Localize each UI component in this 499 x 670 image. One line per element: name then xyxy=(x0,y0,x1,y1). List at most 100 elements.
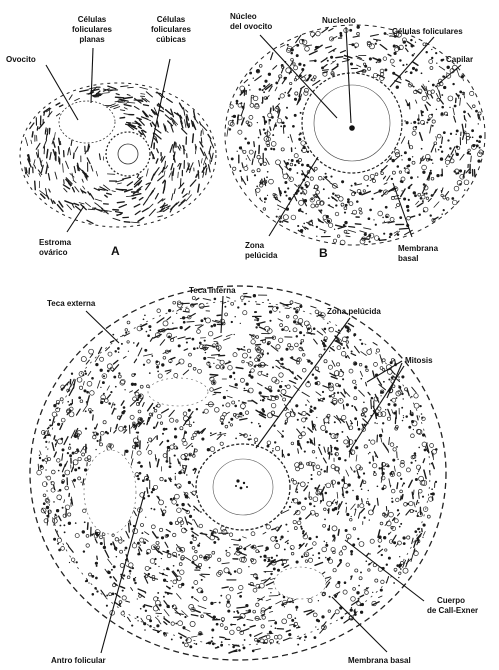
cell-mark xyxy=(216,342,218,344)
cell-mark xyxy=(244,388,246,390)
cell-mark xyxy=(92,410,93,411)
cell-mark xyxy=(438,149,440,151)
cell-mark xyxy=(281,328,284,331)
cell-mark xyxy=(84,370,86,372)
cell-mark xyxy=(207,448,210,451)
cell-mark xyxy=(455,134,457,136)
cell-mark xyxy=(243,646,246,649)
cell-mark xyxy=(338,457,341,460)
cell-mark xyxy=(331,394,334,397)
cell-mark xyxy=(393,412,396,415)
cell-mark xyxy=(63,185,69,189)
cell-mark xyxy=(254,174,256,176)
cell-mark xyxy=(470,91,474,95)
cell-mark xyxy=(411,44,414,47)
cell-mark xyxy=(286,195,288,197)
cell-mark xyxy=(315,382,318,385)
cell-mark xyxy=(63,164,64,173)
cell-mark xyxy=(120,118,125,119)
cell-mark xyxy=(337,63,339,65)
cell-mark xyxy=(301,150,303,152)
cell-mark xyxy=(271,411,274,414)
cell-mark xyxy=(184,529,187,531)
cell-mark xyxy=(357,602,361,606)
cell-mark xyxy=(177,508,182,513)
cell-mark xyxy=(201,437,204,440)
cell-mark xyxy=(169,465,172,468)
cell-mark xyxy=(346,403,349,406)
cell-mark xyxy=(270,592,271,593)
cell-mark xyxy=(350,190,356,193)
cell-mark xyxy=(382,422,384,424)
cell-mark xyxy=(203,172,204,177)
cell-mark xyxy=(431,144,434,152)
cell-mark xyxy=(333,392,335,394)
cell-mark xyxy=(425,105,428,110)
cell-mark xyxy=(247,155,250,161)
cell-mark xyxy=(430,170,432,172)
cell-mark xyxy=(288,88,291,93)
cell-mark xyxy=(75,147,78,152)
cell-mark xyxy=(96,565,98,567)
cell-mark xyxy=(111,341,114,343)
cell-mark xyxy=(53,501,55,503)
cell-mark xyxy=(446,166,447,167)
cell-mark xyxy=(423,532,425,536)
cell-mark xyxy=(220,637,225,638)
cell-mark xyxy=(424,449,427,452)
cell-mark xyxy=(124,108,127,110)
cell-mark xyxy=(285,540,288,542)
cell-mark xyxy=(351,353,355,355)
cell-mark xyxy=(276,366,280,369)
cell-mark xyxy=(359,577,362,580)
cell-mark xyxy=(302,368,306,372)
cell-mark xyxy=(446,72,447,73)
cell-mark xyxy=(153,407,155,409)
cell-mark xyxy=(62,454,63,461)
cell-mark xyxy=(213,324,216,327)
cell-mark xyxy=(240,323,241,324)
cell-mark xyxy=(387,417,390,420)
cell-mark xyxy=(311,306,316,308)
cell-mark xyxy=(378,211,383,216)
cell-mark xyxy=(321,425,326,430)
cell-mark xyxy=(290,52,293,55)
cell-mark xyxy=(324,447,326,452)
cell-mark xyxy=(234,570,237,573)
cell-mark xyxy=(358,585,360,587)
cell-mark xyxy=(328,223,332,227)
cell-mark xyxy=(52,412,57,417)
label-line: basal xyxy=(398,254,438,264)
cell-mark xyxy=(418,502,419,503)
cell-mark xyxy=(116,556,117,557)
cell-mark xyxy=(137,343,139,346)
cell-mark xyxy=(393,45,396,48)
cell-mark xyxy=(344,221,347,224)
cell-mark xyxy=(314,376,317,379)
cell-mark xyxy=(137,432,139,434)
cell-mark xyxy=(280,125,282,127)
cell-mark xyxy=(450,133,452,135)
cell-mark xyxy=(146,385,149,388)
cell-mark xyxy=(344,389,345,393)
cell-mark xyxy=(299,413,302,415)
cell-mark xyxy=(209,365,212,368)
cell-mark xyxy=(429,60,433,64)
cell-mark xyxy=(397,509,399,511)
cell-mark xyxy=(472,144,475,147)
cell-mark xyxy=(135,211,140,215)
cell-mark xyxy=(112,334,114,336)
cell-mark xyxy=(380,45,387,50)
cell-mark xyxy=(51,199,53,203)
cell-mark xyxy=(326,215,329,218)
cell-mark xyxy=(275,544,280,549)
cell-mark xyxy=(307,400,309,403)
cell-mark xyxy=(161,157,162,160)
cell-mark xyxy=(381,554,383,556)
cell-mark xyxy=(65,505,70,510)
cell-mark xyxy=(242,402,246,403)
cell-mark xyxy=(114,107,120,109)
cell-mark xyxy=(297,627,300,628)
cell-mark xyxy=(173,168,174,175)
cell-mark xyxy=(81,357,86,362)
